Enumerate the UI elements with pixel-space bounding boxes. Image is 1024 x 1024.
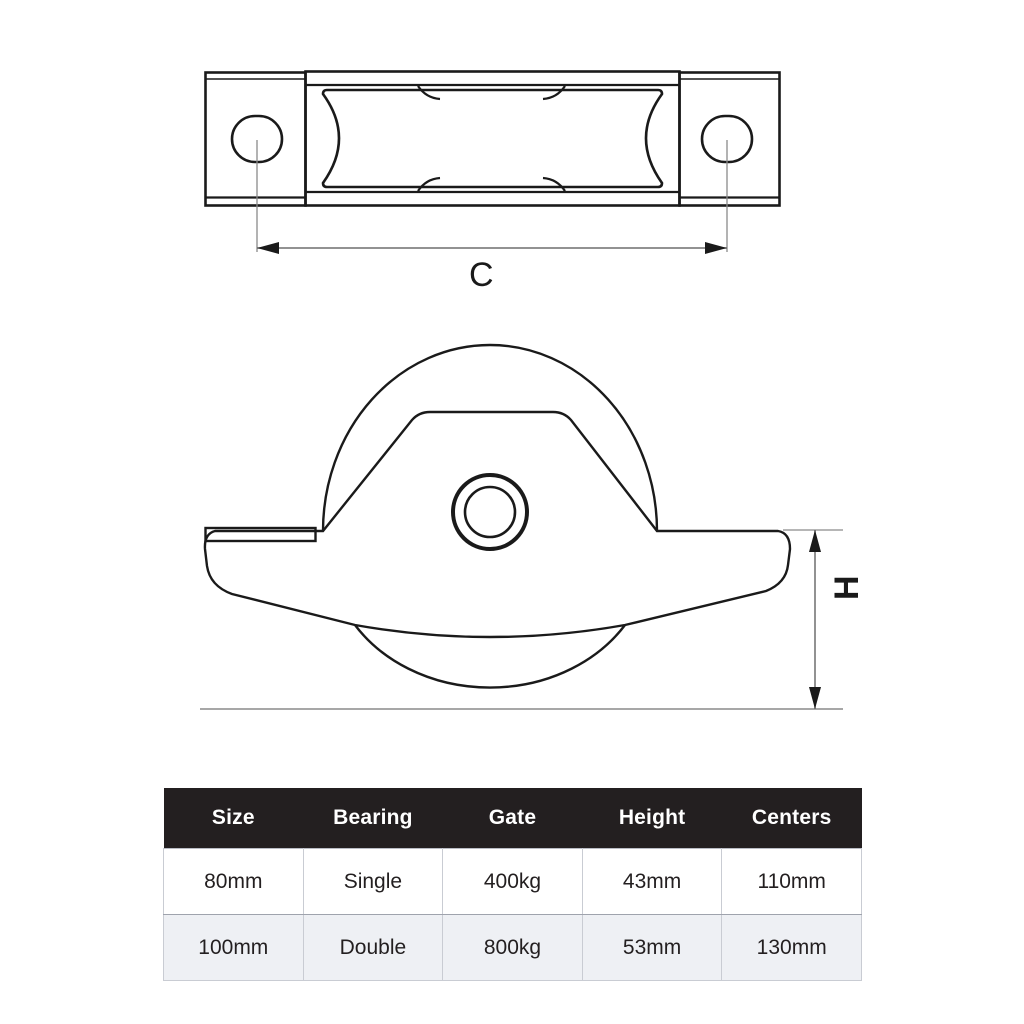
cell-bearing: Double: [302, 914, 444, 981]
table-row: 100mm Double 800kg 53mm 130mm: [163, 914, 862, 981]
bracket-housing-outline: [203, 410, 792, 639]
cell-gate: 400kg: [442, 848, 583, 915]
cell-size: 80mm: [163, 848, 304, 915]
dimension-c: [256, 140, 728, 254]
wheel-disc-upper-arc: [321, 343, 659, 532]
cell-size: 100mm: [163, 914, 304, 981]
h-arrow-bottom: [809, 687, 821, 709]
c-arrow-left: [257, 242, 279, 254]
cell-gate: 800kg: [442, 914, 583, 981]
groove-indent-top-left: [417, 85, 441, 101]
left-flange-plate: [204, 526, 317, 543]
column-header-centers: Centers: [721, 788, 862, 849]
roller-body-outline: [304, 70, 681, 207]
top-view: [204, 70, 781, 207]
column-header-size: Size: [163, 788, 304, 849]
hub-outer-ring: [451, 473, 529, 551]
cell-height: 53mm: [581, 914, 723, 981]
cell-centers: 110mm: [721, 848, 862, 915]
table-row: 80mm Single 400kg 43mm 110mm: [163, 848, 862, 915]
groove-indent-bottom-right: [542, 176, 566, 192]
column-header-gate: Gate: [442, 788, 583, 849]
cell-height: 43mm: [581, 848, 723, 915]
c-arrow-right: [705, 242, 727, 254]
groove-indent-bottom-left: [417, 176, 441, 192]
right-mounting-plate: [678, 71, 781, 207]
specification-table: Size Bearing Gate Height Centers 80mm Si…: [163, 788, 862, 981]
wheel-disc-lower-arc: [354, 624, 626, 689]
cell-centers: 130mm: [721, 914, 862, 981]
column-header-bearing: Bearing: [303, 788, 443, 849]
dimension-label-h: H: [828, 575, 866, 600]
h-arrow-top: [809, 530, 821, 552]
groove-indent-top-right: [542, 85, 566, 101]
dimension-label-c: C: [469, 256, 494, 294]
side-view: [203, 343, 792, 689]
roller-groove-profile: [321, 88, 664, 189]
hub-inner-bore: [463, 485, 517, 539]
column-header-height: Height: [582, 788, 722, 849]
left-mounting-plate: [204, 71, 307, 207]
cell-bearing: Single: [302, 848, 444, 915]
dimension-h: [200, 529, 843, 710]
table-header-row: Size Bearing Gate Height Centers: [163, 788, 862, 849]
